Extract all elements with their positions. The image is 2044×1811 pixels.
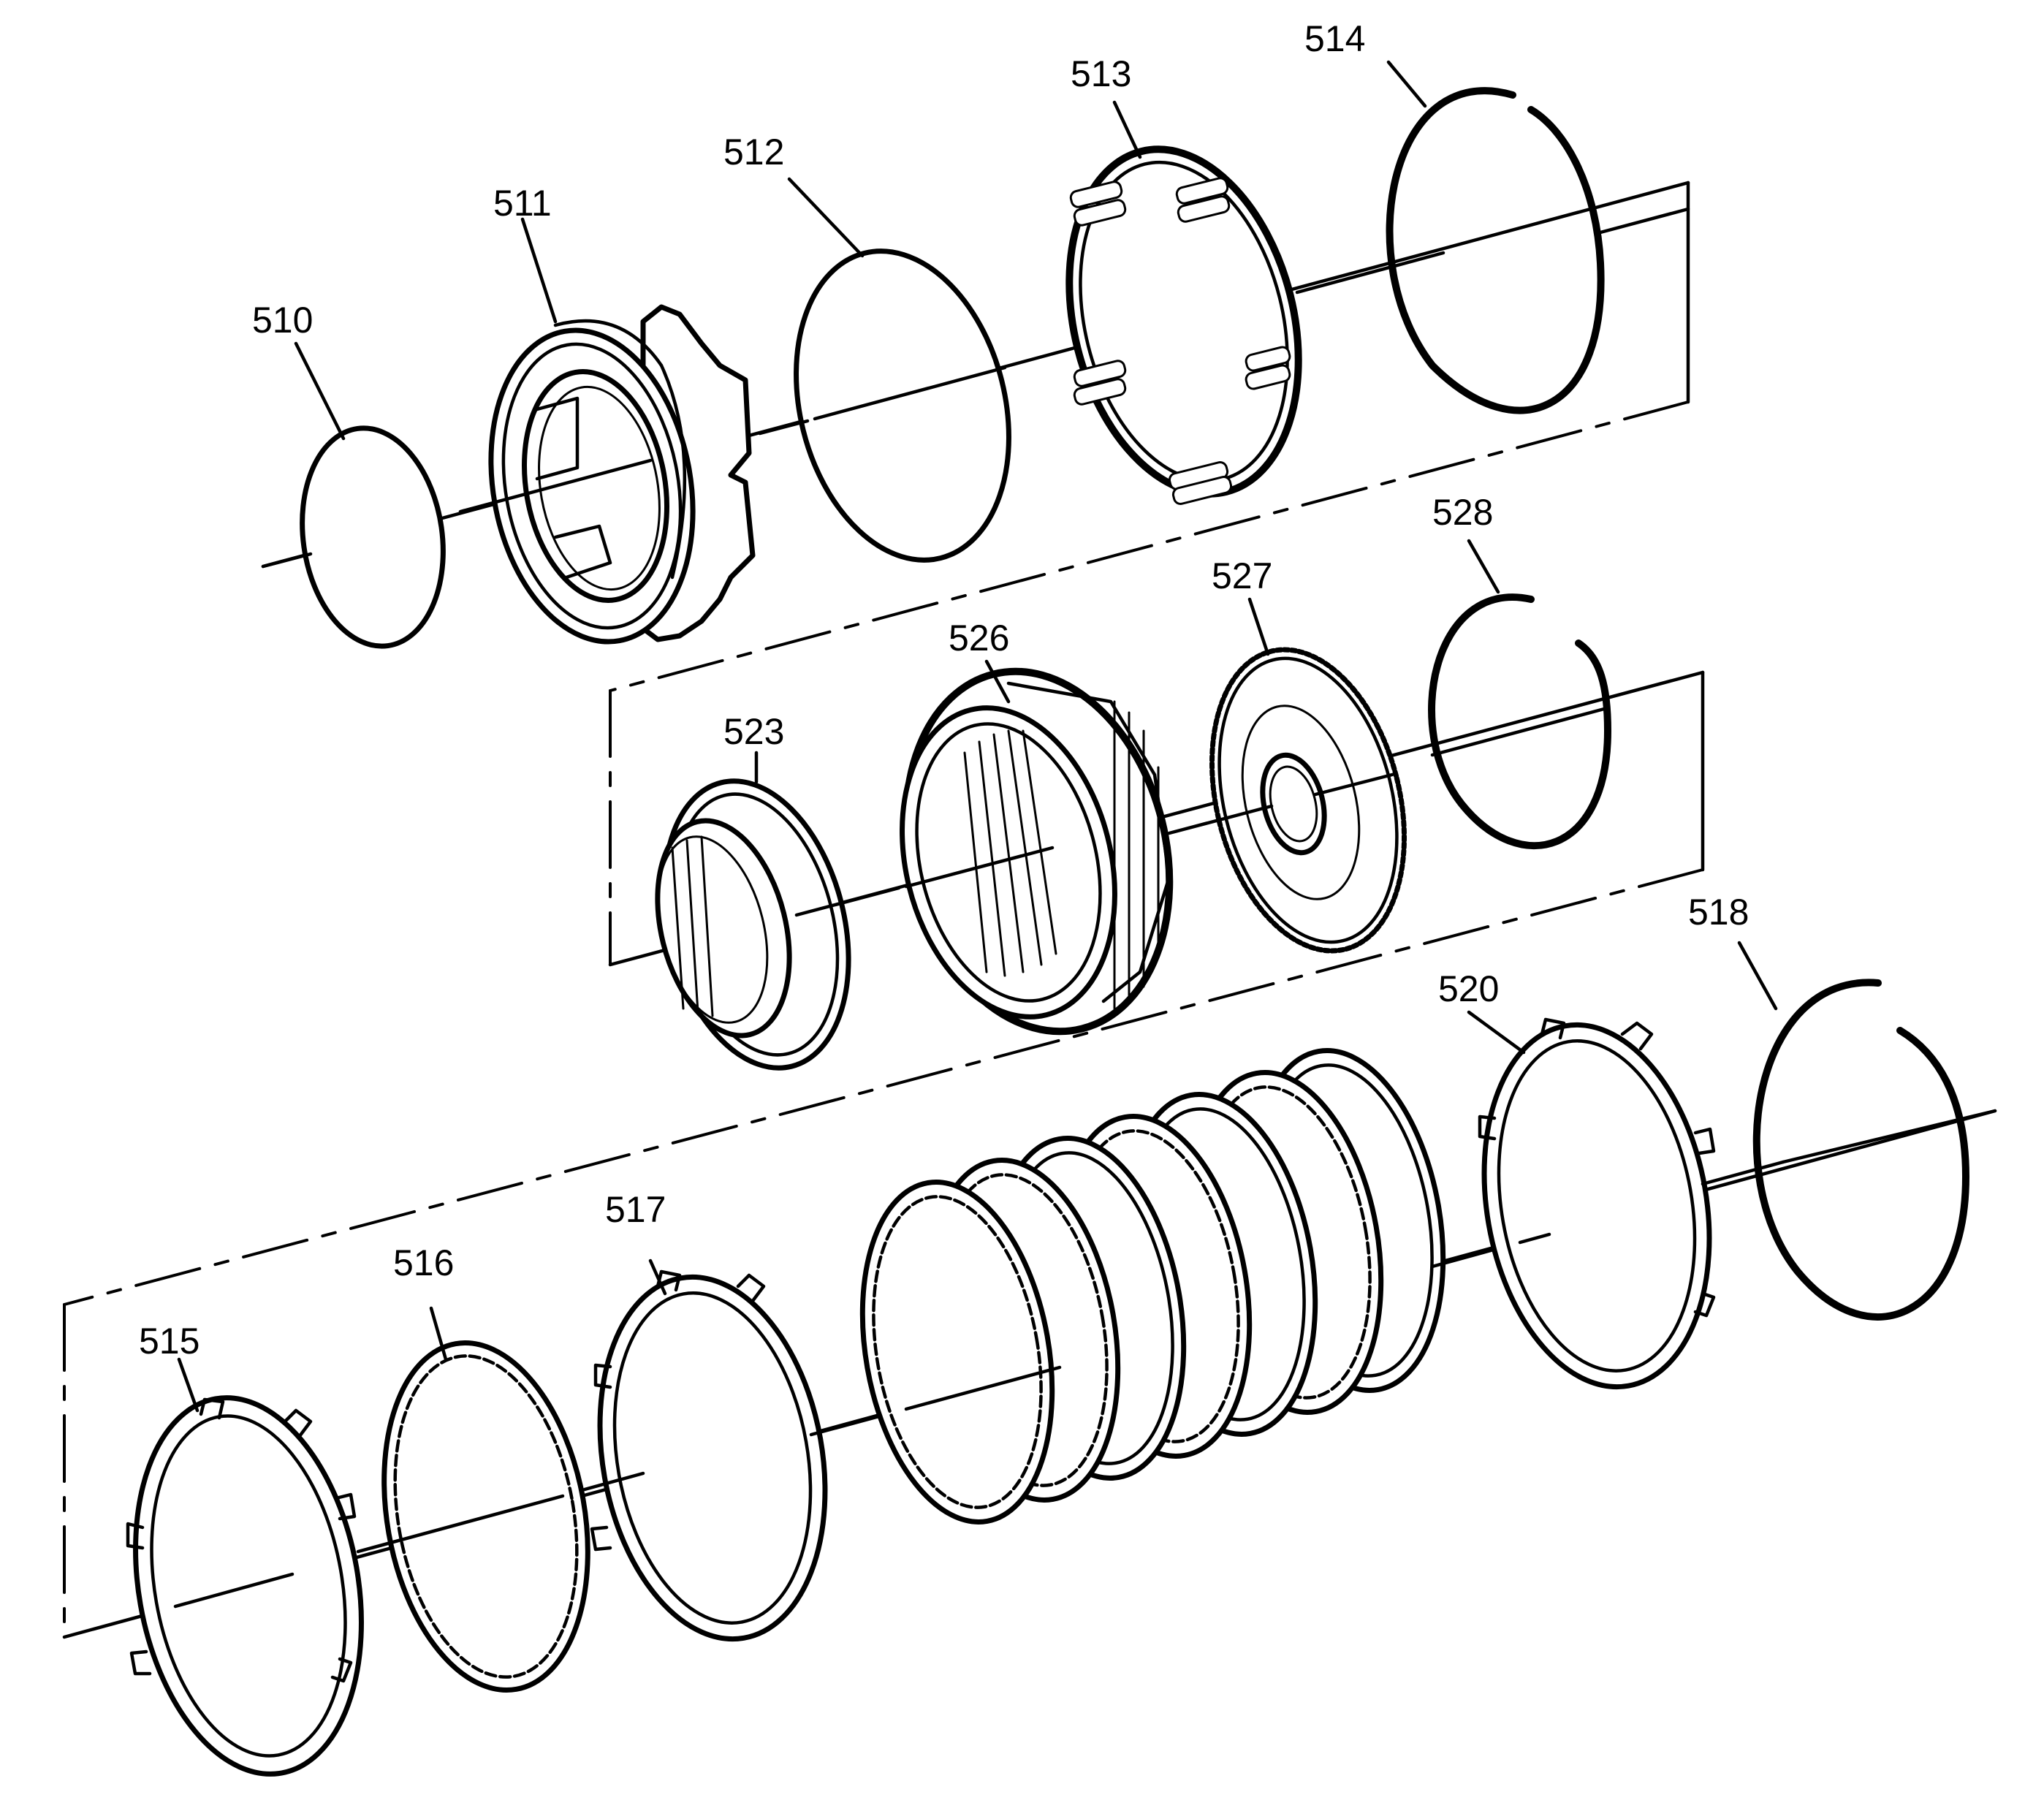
axis-through-511 [458, 458, 653, 514]
part-510-snap-ring [261, 425, 446, 649]
leader-512 [787, 177, 865, 258]
callout-512: 512 [723, 132, 784, 172]
dashed-link-top-middle [609, 400, 1690, 692]
callout-510: 510 [252, 300, 313, 341]
part-515-reaction-plate [126, 1395, 364, 1777]
callout-526: 526 [949, 618, 1009, 658]
spring-cluster [1069, 177, 1291, 505]
leader-528 [1467, 539, 1500, 594]
callout-511: 511 [493, 183, 552, 224]
callout-517: 517 [605, 1189, 666, 1230]
callout-527: 527 [1212, 555, 1272, 596]
part-517-steel-plate [582, 1269, 908, 1642]
part-512-oring [758, 248, 1011, 563]
part-528-snap-ring [1428, 593, 1611, 850]
callout-labels: 510 511 512 513 514 523 526 527 528 515 … [139, 18, 1749, 1362]
leader-511 [520, 217, 558, 324]
clutch-pack [859, 1048, 1522, 1525]
leader-520 [1467, 1010, 1526, 1055]
callout-528: 528 [1432, 492, 1493, 533]
part-518-snap-ring [1752, 979, 1997, 1321]
callout-514: 514 [1304, 18, 1365, 59]
callout-520: 520 [1438, 968, 1499, 1009]
leader-516 [429, 1306, 448, 1362]
callout-518: 518 [1688, 892, 1749, 933]
leader-514 [1386, 60, 1427, 108]
part-523-bearing [655, 778, 901, 1071]
leader-510 [294, 341, 346, 441]
leader-527 [1247, 597, 1270, 656]
part-511-housing [458, 304, 756, 645]
leader-526 [984, 659, 1011, 704]
part-526-ring-gear [900, 667, 1174, 1036]
leader-513 [1112, 100, 1142, 159]
callout-515: 515 [139, 1321, 200, 1362]
leader-518 [1737, 941, 1778, 1011]
callout-523: 523 [723, 711, 784, 752]
part-513-spring-assembly [1065, 145, 1445, 505]
part-520-pressure-plate [1478, 1017, 1785, 1390]
callout-leaders [177, 60, 1778, 1413]
leader-517 [648, 1258, 667, 1296]
part-527-gear-plate [1167, 647, 1407, 954]
part-514-snap-ring [1386, 87, 1690, 414]
part-516-friction-plate [356, 1340, 590, 1693]
leader-515 [177, 1357, 200, 1413]
callout-513: 513 [1071, 53, 1131, 94]
dashed-link-middle-bottom [63, 868, 1704, 1306]
callout-516: 516 [393, 1242, 454, 1283]
